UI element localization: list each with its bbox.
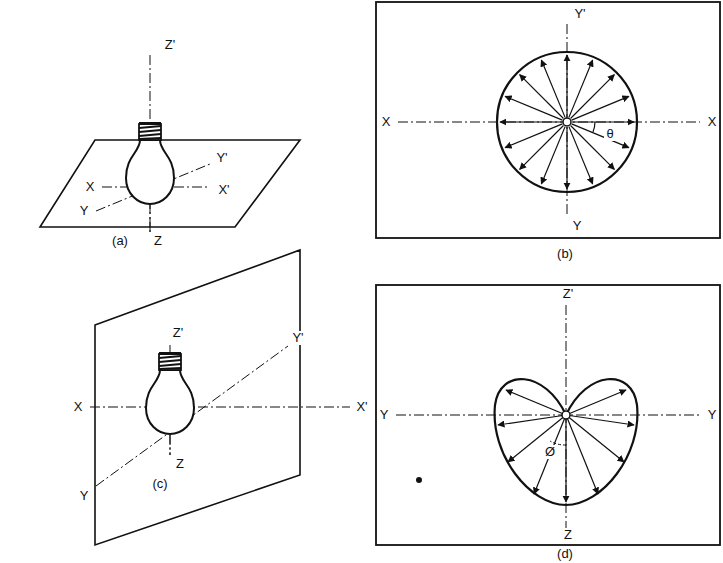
panel-label: (b) <box>555 247 575 261</box>
axis-label: Y' <box>572 7 587 21</box>
ray-arrow <box>541 60 565 117</box>
ray-arrow <box>572 121 634 122</box>
axis-label: X <box>380 115 393 129</box>
ray-arrow <box>569 127 593 184</box>
axis-label: Y <box>78 489 91 503</box>
axis-label: X' <box>354 400 369 414</box>
ray-arrow <box>572 96 629 120</box>
axis-label: Y' <box>214 151 229 165</box>
axis-label: X <box>72 400 85 414</box>
axis-label: X <box>84 180 97 194</box>
axis-label: Z' <box>561 287 575 301</box>
panel-label: (c) <box>150 477 169 491</box>
axis-label: Y' <box>290 331 305 345</box>
axis-label: Y <box>706 408 719 422</box>
panel-label: (d) <box>555 547 575 561</box>
axis-label: Z' <box>163 38 177 52</box>
ray-arrow <box>566 55 567 117</box>
axis-label: Z' <box>171 326 185 340</box>
axis-label: Z <box>174 457 186 471</box>
ray-arrow <box>500 121 562 122</box>
ray-arrow <box>505 124 562 148</box>
axis-label: Z <box>152 234 164 248</box>
axis-label: X' <box>216 183 231 197</box>
axis-label: Z <box>562 528 574 542</box>
axis-label: Y <box>78 204 91 218</box>
angle-label: θ <box>604 127 615 141</box>
axis-label: X <box>706 115 719 129</box>
ray-arrow <box>566 127 567 189</box>
angle-label: Ø <box>543 445 557 459</box>
axis-label: Y <box>378 408 391 422</box>
axis-label: Y <box>571 219 584 233</box>
panel-label: (a) <box>110 234 130 248</box>
